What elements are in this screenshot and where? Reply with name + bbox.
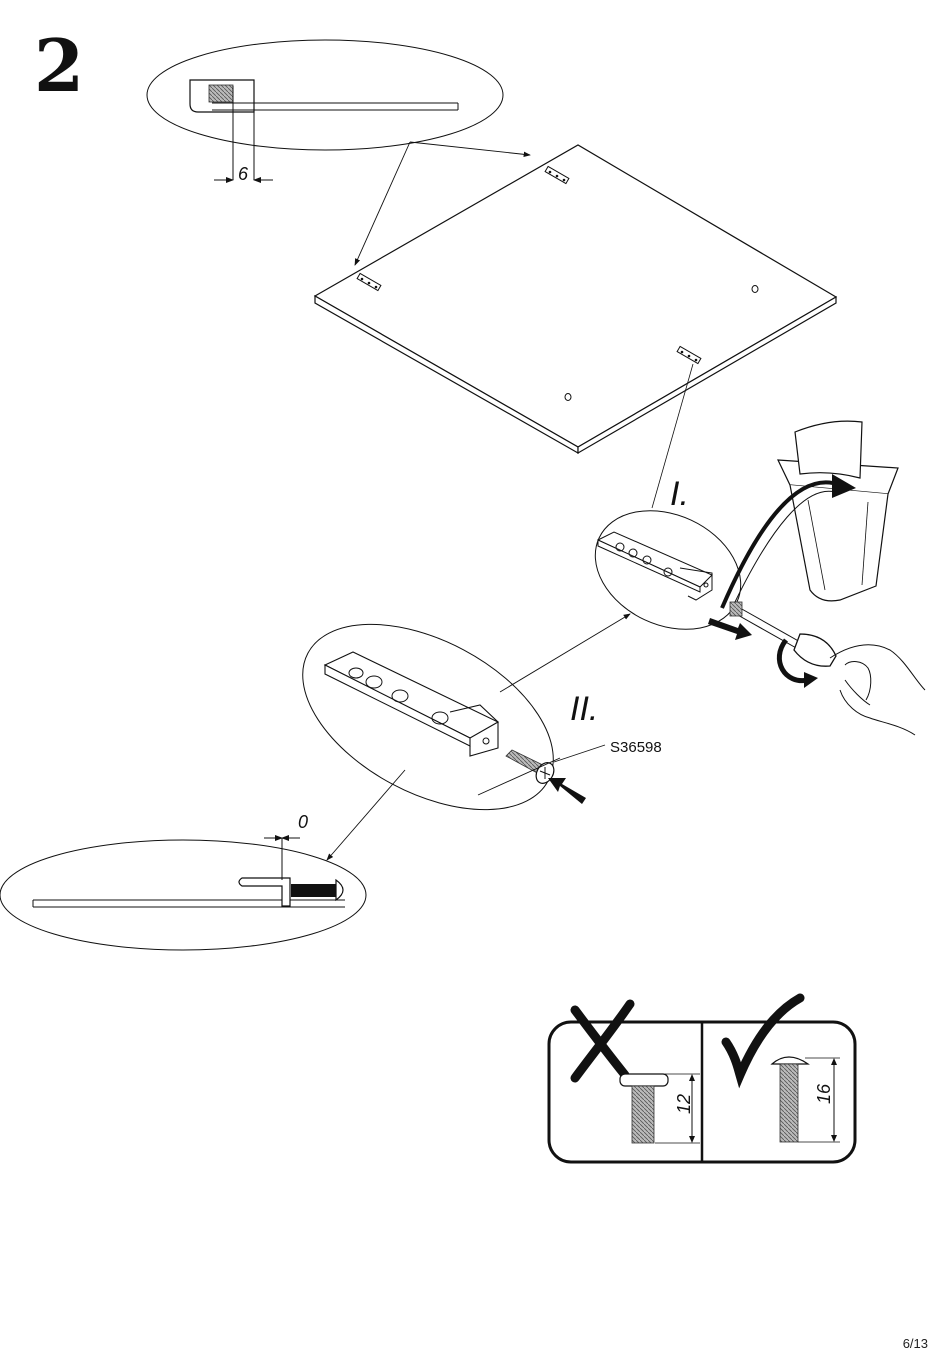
step-one-label: I. (670, 475, 689, 513)
hand-icon (830, 645, 925, 735)
right-screw-length: 16 (814, 1083, 834, 1104)
bottom-dimension-label: 0 (298, 812, 308, 832)
top-detail-callout: 6 (147, 40, 503, 184)
bottom-detail-callout: 0 (0, 812, 366, 950)
wrong-screw-length: 12 (674, 1094, 694, 1114)
part-code-label: S36598 (610, 739, 662, 756)
page-number: 6/13 (903, 1336, 928, 1351)
panel (315, 145, 836, 453)
trash-bin-icon (722, 421, 898, 608)
top-dimension-label: 6 (238, 164, 249, 184)
step-two-label: II. (570, 690, 598, 728)
detail-two-callout (272, 586, 586, 848)
screw-comparison: 12 16 (549, 998, 855, 1162)
